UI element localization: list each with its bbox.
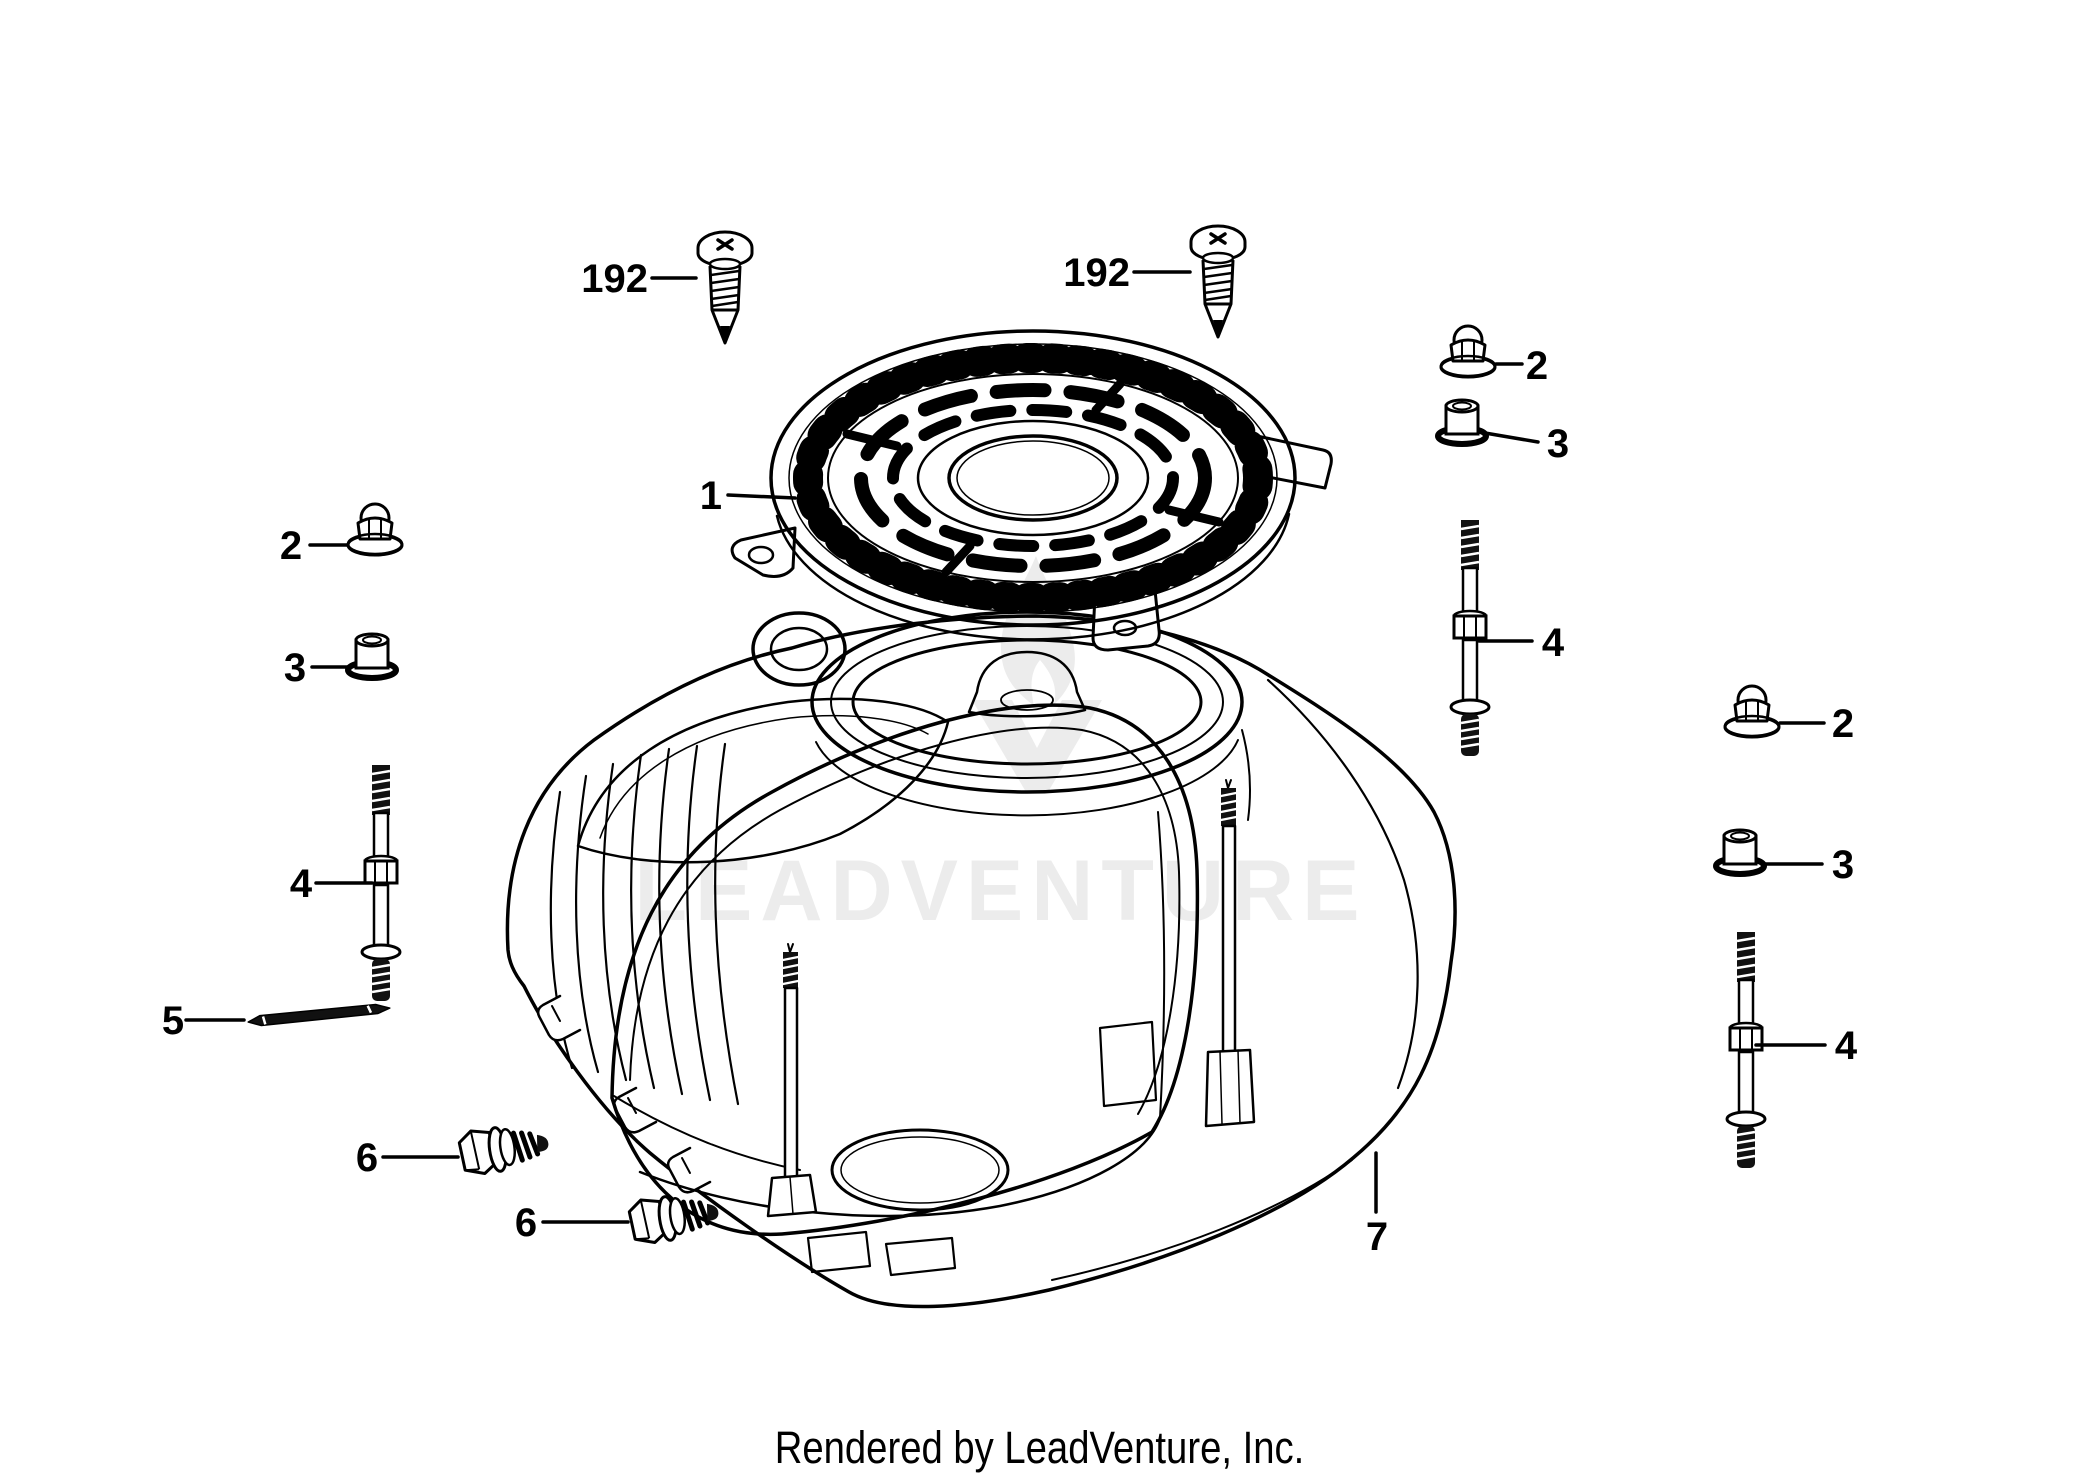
interior-stud-right: [1204, 779, 1256, 1128]
leader-1: [726, 493, 797, 500]
callout-2-right: 2: [1832, 702, 1854, 746]
leader-3-top-right: [1483, 431, 1540, 444]
spacer-right: [1716, 830, 1764, 874]
blower-housing-drawing: [505, 610, 1457, 1309]
callout-4-right: 4: [1835, 1024, 1858, 1068]
flange-nut-top-right: [1439, 324, 1497, 379]
stud-mid-right: [1449, 518, 1491, 758]
screw-192-left: [696, 230, 754, 345]
callout-6-upper: 6: [356, 1136, 378, 1180]
footer-credit: Rendered by LeadVenture, Inc.: [156, 1422, 1923, 1474]
flange-nut-right: [1723, 684, 1781, 739]
callout-7: 7: [1366, 1215, 1388, 1259]
callout-labels: 192 192 1 2 2 2 3 3 3 4 4 4 5 6 6 7: [162, 251, 1858, 1259]
leadventure-watermark: LEADVENTURE: [634, 556, 1367, 939]
screw-192-right: [1189, 224, 1247, 339]
watermark-text: LEADVENTURE: [634, 843, 1367, 939]
leadventure-v-icon: [972, 700, 1102, 792]
callout-192-left: 192: [581, 257, 648, 301]
spacer-top-right: [1438, 400, 1486, 444]
callout-6-lower: 6: [515, 1201, 537, 1245]
leadventure-flame-icon: [1000, 556, 1075, 706]
footer-credit-text: Rendered by LeadVenture, Inc.: [774, 1422, 1305, 1473]
callout-3-top-right: 3: [1547, 422, 1569, 466]
callout-3-left: 3: [284, 646, 306, 690]
callout-4-left: 4: [290, 862, 313, 906]
interior-stud-left: [766, 943, 818, 1218]
callout-192-right: 192: [1063, 251, 1130, 295]
stud-right: [1725, 930, 1767, 1170]
dowel-pin: [246, 1002, 392, 1028]
leader-lines: [184, 270, 1827, 1224]
housing-loop-handle: [751, 611, 847, 687]
callout-1: 1: [700, 474, 722, 518]
callout-3-right: 3: [1832, 843, 1854, 887]
bolt-upper: [458, 1121, 551, 1177]
callout-4-mid-right: 4: [1542, 621, 1565, 665]
fan-cover-drawing: [730, 329, 1333, 652]
callout-2-left: 2: [280, 524, 302, 568]
callout-2-top-right: 2: [1526, 344, 1548, 388]
flange-nut-left: [346, 502, 404, 557]
spacer-left: [348, 634, 396, 678]
callout-5: 5: [162, 999, 184, 1043]
